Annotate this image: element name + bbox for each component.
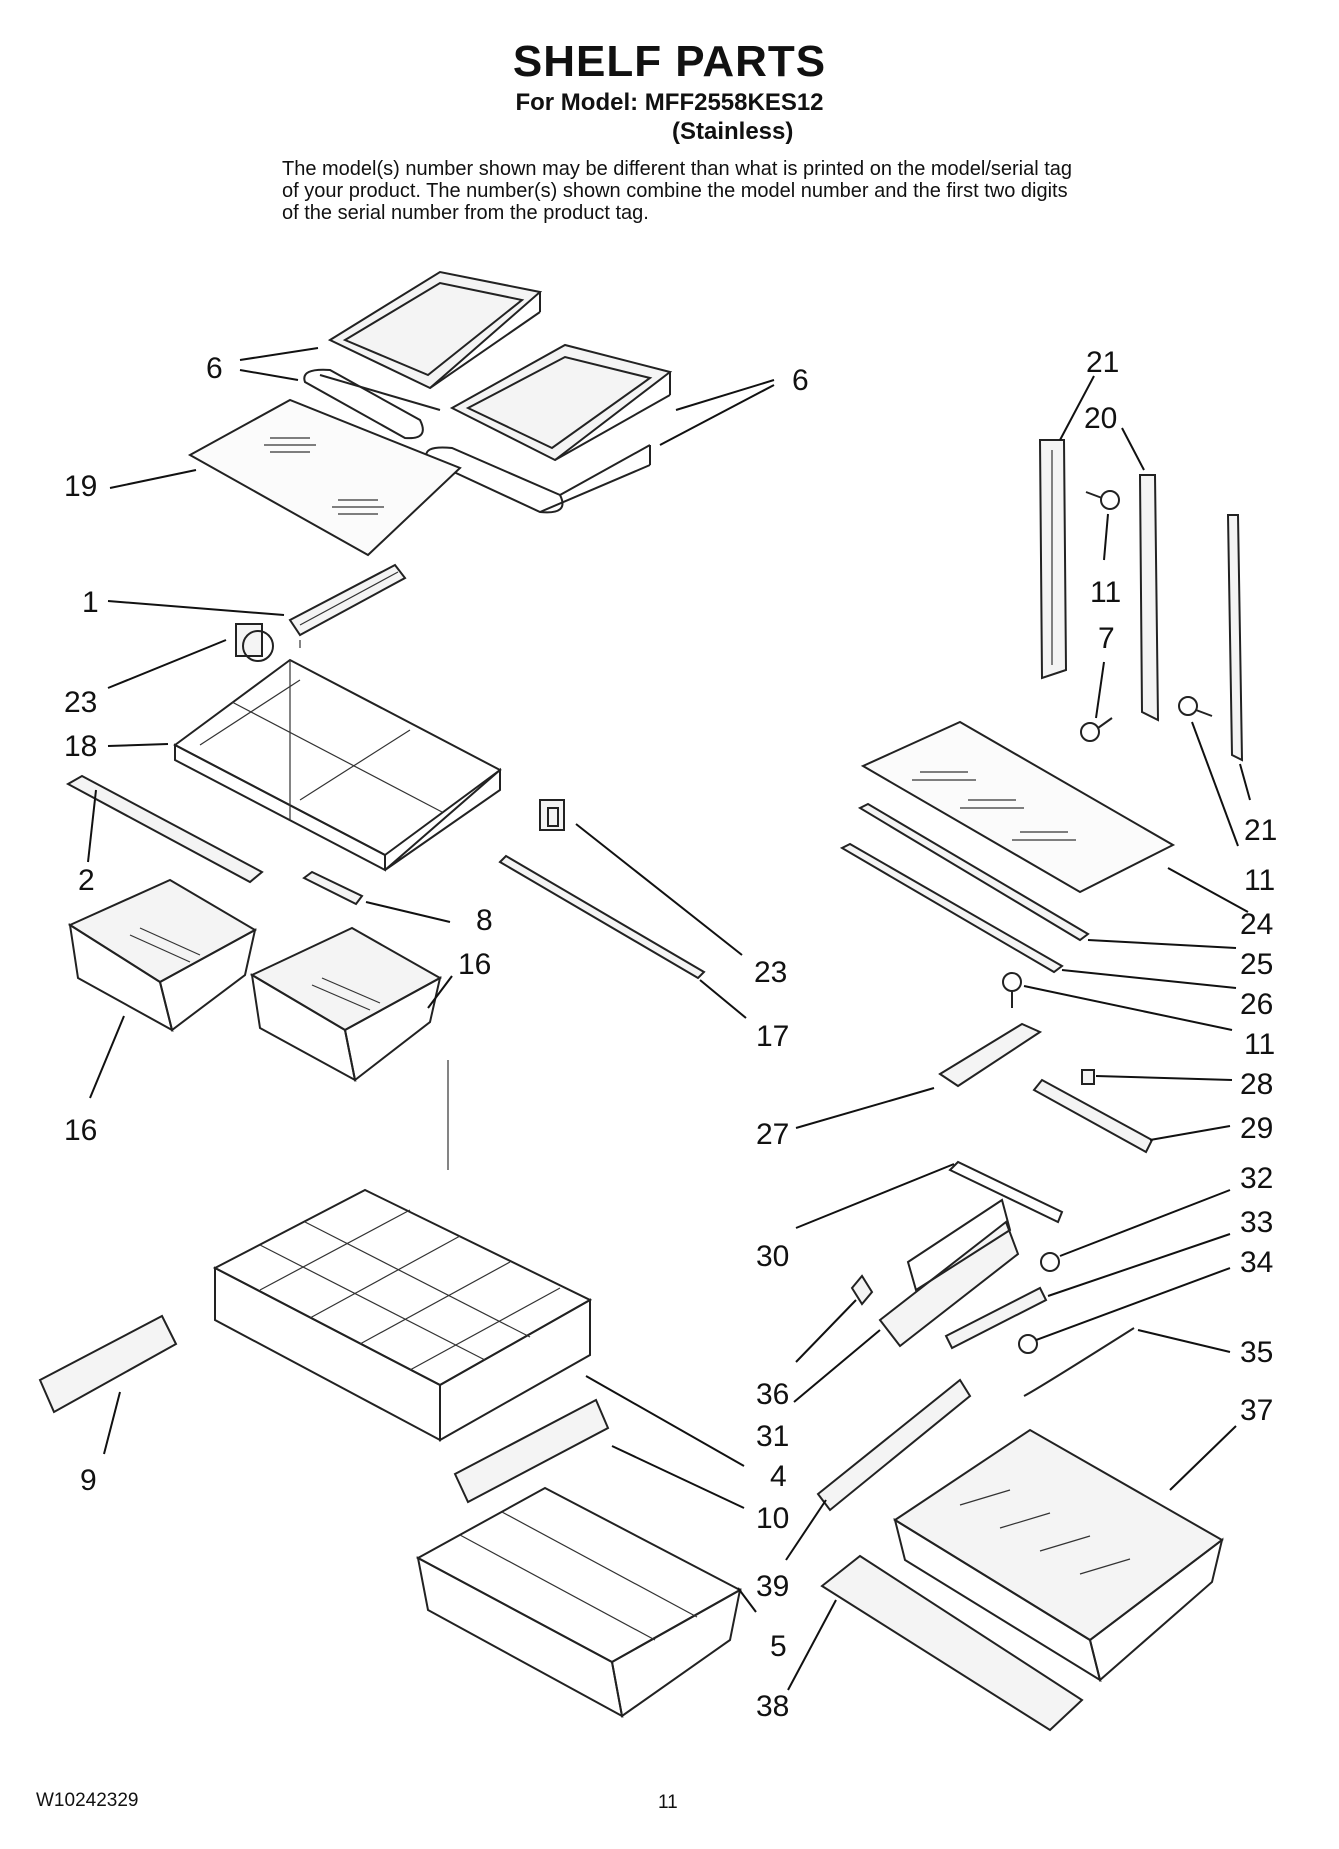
crisper-drawer-right-16: [249, 926, 443, 1082]
callout-6-left: 6: [206, 352, 223, 385]
crisper-trim-2: [65, 774, 264, 884]
leader-lines: [87, 347, 1251, 1691]
callout-39: 39: [756, 1570, 789, 1603]
callout-10: 10: [756, 1502, 789, 1535]
model-disclaimer: The model(s) number shown may be differe…: [282, 158, 1073, 224]
callout-labels: 6 6 19 1 23 18 2 8 16 16 23 17 21 20 11 …: [64, 346, 1277, 1723]
basket-divider-9: [38, 1314, 178, 1414]
callout-23-center: 23: [754, 956, 787, 989]
basket-divider-10: [453, 1398, 610, 1504]
callout-6-right: 6: [792, 364, 809, 397]
callout-2: 2: [78, 864, 95, 897]
callout-32: 32: [1240, 1162, 1273, 1195]
callout-8: 8: [476, 904, 493, 937]
callout-34: 34: [1240, 1246, 1273, 1279]
callout-26: 26: [1240, 988, 1273, 1021]
callout-16-right: 16: [458, 948, 491, 981]
lower-basket-5: [415, 1486, 743, 1718]
screw-11-upper: [1085, 490, 1120, 510]
pan-cover-38: [820, 1554, 1084, 1732]
callout-31: 31: [756, 1420, 789, 1453]
page-title: SHELF PARTS: [512, 37, 827, 86]
callout-38: 38: [756, 1690, 789, 1723]
shelf-trim-26: [839, 842, 1064, 974]
shelf-frame-left-upper: [327, 270, 543, 390]
callout-23-left: 23: [64, 686, 97, 719]
callout-11-upper: 11: [1090, 576, 1121, 609]
screw-7: [1080, 717, 1113, 742]
shelf-rail-20: [1138, 474, 1160, 722]
callout-37: 37: [1240, 1394, 1273, 1427]
crisper-cover-frame-18: [173, 658, 502, 872]
callout-36: 36: [756, 1378, 789, 1411]
callout-28: 28: [1240, 1068, 1273, 1101]
crisper-drawer-left-16: [67, 878, 258, 1032]
shelf-rail-21-right: [1226, 514, 1244, 762]
callout-33: 33: [1240, 1206, 1273, 1239]
wire-harness-35: [1023, 1327, 1135, 1397]
callout-11-right: 11: [1244, 864, 1275, 897]
screw-32: [1040, 1252, 1060, 1272]
page-header: SHELF PARTS For Model: MFF2558KES12: [0, 36, 1339, 118]
callout-29: 29: [1240, 1112, 1273, 1145]
shelf-frame-left-lower: [303, 368, 441, 440]
screw-11-lower: [1002, 972, 1022, 1008]
model-finish: (Stainless): [672, 118, 794, 145]
callout-19: 19: [64, 470, 97, 503]
callout-7: 7: [1098, 622, 1115, 655]
shelf-trim-25: [857, 802, 1090, 942]
freezer-pan-37: [893, 1428, 1224, 1683]
control-knob-23: [235, 623, 274, 662]
bracket-27: [938, 1022, 1043, 1088]
glass-shelf-24: [860, 720, 1176, 894]
callout-5: 5: [770, 1630, 787, 1663]
callout-17: 17: [756, 1020, 789, 1053]
model-number: For Model: MFF2558KES12: [515, 89, 824, 116]
callout-4: 4: [770, 1460, 787, 1493]
callout-9: 9: [80, 1464, 97, 1497]
screw-34: [1018, 1334, 1038, 1354]
shelf-frame-right-upper: [449, 343, 673, 462]
control-part-1: [288, 563, 407, 648]
callout-25: 25: [1240, 948, 1273, 981]
callout-27: 27: [756, 1118, 789, 1151]
callout-18: 18: [64, 730, 97, 763]
control-housing-31: [878, 1198, 1020, 1348]
divider-clip-8: [302, 870, 364, 906]
shelf-frame-right-lower: [425, 444, 651, 514]
callout-1: 1: [82, 586, 99, 619]
screw-11-right: [1178, 696, 1213, 717]
freezer-basket-4: [212, 1060, 593, 1442]
callout-11-lower: 11: [1244, 1028, 1275, 1061]
damper-36: [850, 1274, 874, 1306]
cover-33: [944, 1286, 1048, 1350]
callout-21-top: 21: [1086, 346, 1119, 379]
callout-21-bottom: 21: [1244, 814, 1277, 847]
glass-shelf-19: [187, 398, 462, 557]
handle-39: [816, 1378, 972, 1512]
callout-20: 20: [1084, 402, 1117, 435]
callout-30: 30: [756, 1240, 789, 1273]
rail-29: [1032, 1078, 1154, 1154]
clip-28: [1081, 1069, 1095, 1085]
shelf-rail-21-left: [1038, 439, 1068, 680]
callout-24: 24: [1240, 908, 1273, 941]
divider-rail-17: [498, 854, 706, 980]
drawer-stop-23: [539, 799, 565, 831]
callout-35: 35: [1240, 1336, 1273, 1369]
document-number: W10242329: [36, 1790, 139, 1811]
slide-30: [948, 1160, 1064, 1224]
callout-16-left: 16: [64, 1114, 97, 1147]
page-number: 11: [658, 1792, 678, 1813]
